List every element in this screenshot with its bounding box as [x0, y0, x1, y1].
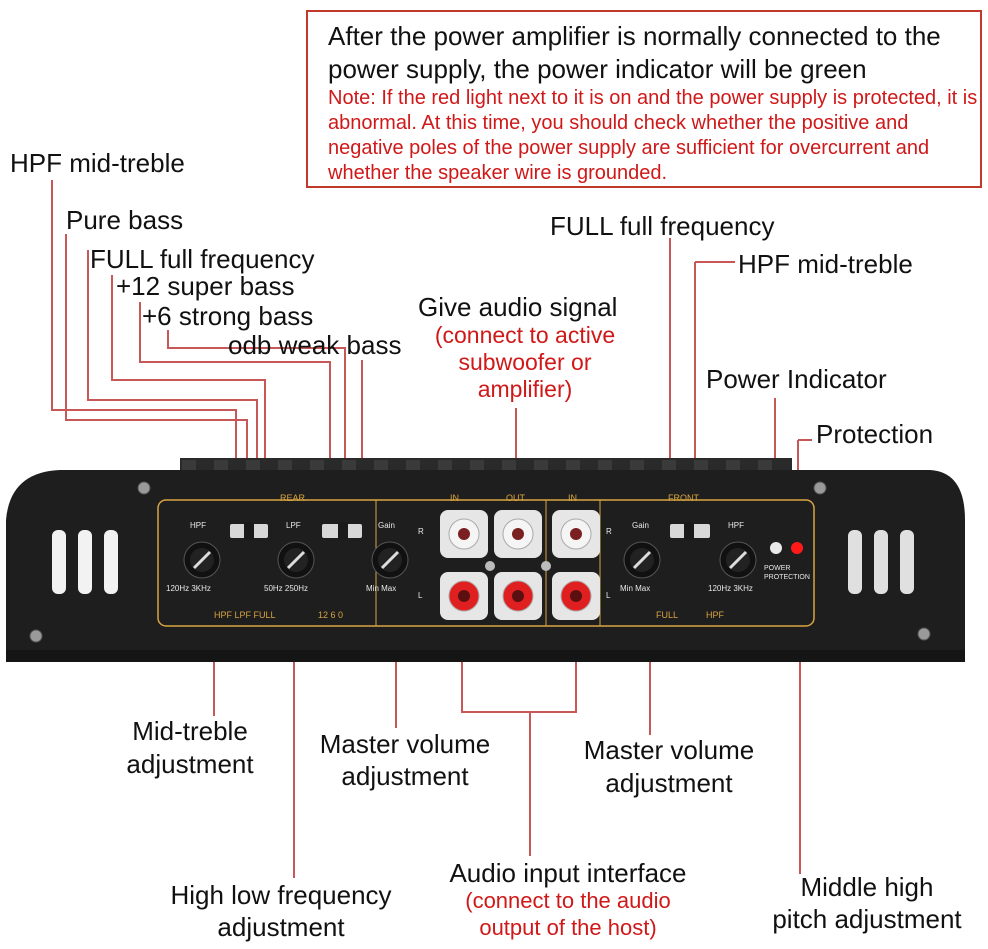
leader-plus12: [111, 275, 266, 530]
knob-gain-left: [371, 541, 409, 579]
panel-protection-label: PROTECTION: [764, 574, 810, 581]
note-main-text: After the power amplifier is normally co…: [328, 21, 941, 84]
label-master-volume-left-1: Master volume: [319, 729, 491, 759]
label-give-audio-signal: Give audio signal: [418, 292, 618, 322]
heatsink-fin-ridges: [182, 460, 772, 470]
label-plus6-strong-bass: +6 strong bass: [142, 301, 314, 331]
panel-rear-label: REAR: [280, 493, 306, 503]
panel-r-left: R: [418, 527, 424, 536]
knob-hpf-right: [719, 541, 757, 579]
label-protection: Protection: [816, 419, 934, 449]
panel-lpf-range: 50Hz 250Hz: [264, 584, 309, 593]
panel-lpf-label: LPF: [286, 521, 301, 530]
panel-hpf-right-label: HPF: [728, 521, 744, 530]
leader-plus6-b: [167, 330, 346, 530]
panel-hpf-range-left: 120Hz 3KHz: [166, 584, 211, 593]
vents-left: [52, 530, 118, 594]
leader-plus6: [139, 302, 331, 530]
label-high-low-freq-1: High low frequency: [170, 880, 392, 910]
switch-left-filter: [230, 522, 268, 540]
label-odb-weak-bass: odb weak bass: [228, 330, 402, 360]
label-mid-treble-adj-2: adjustment: [126, 749, 254, 779]
label-pure-bass: Pure bass: [66, 205, 184, 235]
panel-gain-left-label: Gain: [378, 521, 395, 530]
protection-led: [791, 542, 803, 554]
rca-jacks: [440, 510, 600, 620]
label-audio-signal-note-1: (connect to active: [434, 322, 616, 348]
screws: [29, 481, 931, 643]
panel-filter-switch-label: HPF LPF FULL: [214, 610, 276, 620]
label-audio-input-interface: Audio input interface: [449, 858, 687, 888]
panel-bass-boost-label: 12 6 0: [318, 610, 344, 620]
label-full-frequency-right: FULL full frequency: [550, 211, 775, 241]
note-box: After the power amplifier is normally co…: [306, 10, 982, 188]
panel-power-label: POWER: [764, 565, 791, 572]
panel-front-label: FRONT: [668, 493, 699, 503]
label-audio-signal-note-3: amplifier): [477, 376, 573, 402]
amp-base: [6, 650, 965, 662]
label-master-volume-right-1: Master volume: [583, 735, 755, 765]
panel-hpf-range-right: 120Hz 3KHz: [708, 584, 753, 593]
panel-in-left-label: IN: [450, 493, 459, 503]
panel-gain-right-label: Gain: [632, 521, 649, 530]
label-plus12-super-bass: +12 super bass: [116, 271, 295, 301]
panel-in-right-label: IN: [568, 493, 577, 503]
label-hpf-mid-treble-left: HPF mid-treble: [10, 148, 185, 178]
knob-lpf: [277, 541, 315, 579]
panel-trim: [157, 499, 815, 627]
label-master-volume-left-2: adjustment: [341, 761, 469, 791]
panel-l-right: L: [606, 591, 611, 600]
knob-hpf-left: [183, 541, 221, 579]
switch-bass-boost: [322, 522, 362, 540]
knob-gain-right: [623, 541, 661, 579]
label-audio-input-note-2: output of the host): [479, 915, 657, 940]
panel-l-left: L: [418, 591, 423, 600]
label-middle-high-pitch-1: Middle high: [800, 872, 934, 902]
power-led: [770, 542, 782, 554]
panel-gain-range-right: Min Max: [620, 584, 651, 593]
label-master-volume-right-2: adjustment: [605, 768, 733, 798]
panel-out-label: OUT: [506, 493, 525, 503]
switch-right-filter: [670, 522, 710, 540]
note-warning-text: Note: If the red light next to it is on …: [328, 87, 978, 184]
panel-hpf-left-label: HPF: [190, 521, 206, 530]
label-full-frequency-left: FULL full frequency: [90, 244, 315, 274]
label-middle-high-pitch-2: pitch adjustment: [772, 904, 962, 934]
label-hpf-mid-treble-right: HPF mid-treble: [738, 249, 913, 279]
label-mid-treble-adj-1: Mid-treble: [132, 716, 248, 746]
panel-hpf-switch-right-label: HPF: [706, 610, 724, 620]
panel-r-right: R: [606, 527, 612, 536]
panel-full-right-label: FULL: [656, 610, 679, 620]
vents-right: [848, 530, 914, 594]
label-audio-signal-note-2: subwoofer or: [458, 349, 592, 375]
leader-audio-in: [461, 640, 577, 713]
label-audio-input-note-1: (connect to the audio: [465, 888, 671, 913]
label-power-indicator: Power Indicator: [706, 364, 887, 394]
label-high-low-freq-2: adjustment: [217, 912, 345, 942]
panel-gain-range-left: Min Max: [366, 584, 397, 593]
